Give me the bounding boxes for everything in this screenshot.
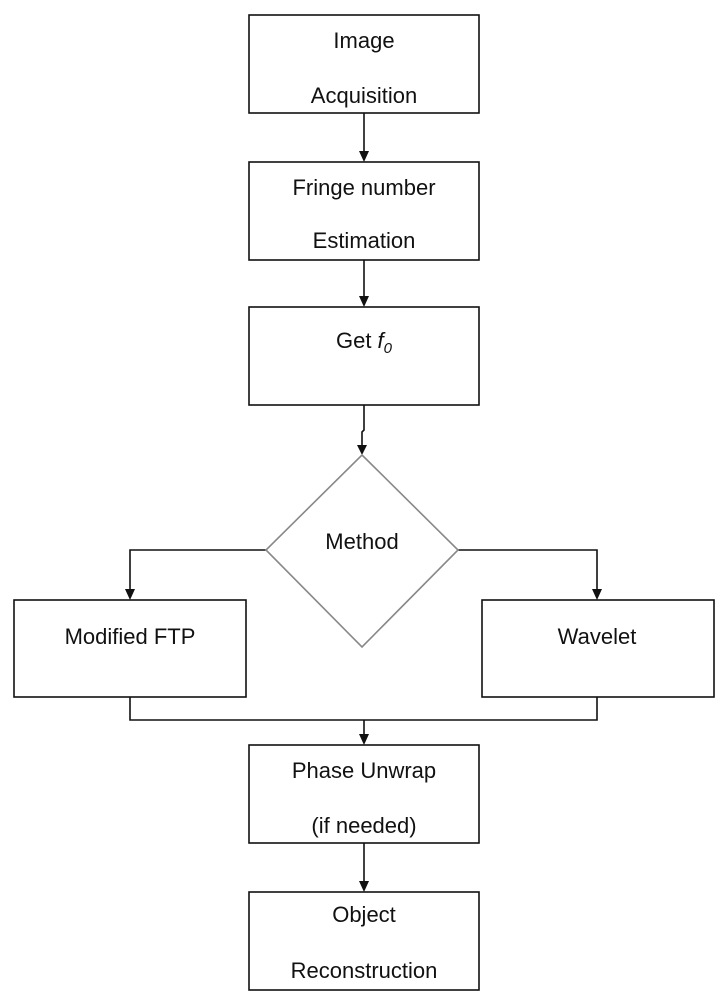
- process-box: [248, 161, 480, 261]
- process-box: [248, 891, 480, 991]
- node-label-line-1: Image: [333, 28, 394, 53]
- label-prefix: Get: [336, 328, 378, 353]
- label-subscript: 0: [384, 340, 393, 357]
- arrowhead: [357, 445, 367, 455]
- node-label-line-2: Estimation: [313, 228, 416, 253]
- arrowhead: [125, 589, 135, 600]
- node-image-acquisition: Image Acquisition: [248, 14, 480, 114]
- node-modified-ftp: Modified FTP: [13, 599, 247, 698]
- arrowhead: [359, 734, 369, 745]
- node-fringe-number-estimation: Fringe number Estimation: [248, 161, 480, 261]
- connector-method-to-wavelet: [458, 549, 598, 589]
- node-label-line-1: Phase Unwrap: [292, 758, 436, 783]
- arrowhead: [359, 296, 369, 307]
- node-label: Method: [325, 529, 398, 554]
- node-label-line-1: Fringe number: [292, 175, 435, 200]
- connector-get-f0-to-method: [361, 405, 365, 445]
- node-label-line-2: Acquisition: [311, 83, 417, 108]
- node-object-reconstruction: Object Reconstruction: [248, 891, 480, 991]
- connector-branches-merge: [129, 697, 598, 721]
- arrowhead: [592, 589, 602, 600]
- node-label-line-2: Reconstruction: [291, 958, 438, 983]
- node-method-decision: Method: [264, 453, 460, 649]
- node-wavelet: Wavelet: [481, 599, 715, 698]
- node-label-line-1: Object: [332, 902, 396, 927]
- decision-diamond: [264, 453, 460, 649]
- node-get-f0: Get f0: [248, 306, 480, 406]
- process-box: [248, 744, 480, 844]
- process-box: [13, 599, 247, 698]
- process-box: [248, 14, 480, 114]
- arrowhead: [359, 151, 369, 162]
- connector-method-to-modified-ftp: [129, 549, 266, 589]
- connectors: [125, 113, 602, 892]
- node-label-line-2: (if needed): [311, 813, 416, 838]
- arrowhead: [359, 881, 369, 892]
- label-symbol: f: [378, 328, 387, 353]
- node-label: Modified FTP: [65, 624, 196, 649]
- node-phase-unwrap: Phase Unwrap (if needed): [248, 744, 480, 844]
- process-box: [248, 306, 480, 406]
- node-label: Wavelet: [558, 624, 637, 649]
- process-box: [481, 599, 715, 698]
- node-label: Get f0: [336, 328, 393, 357]
